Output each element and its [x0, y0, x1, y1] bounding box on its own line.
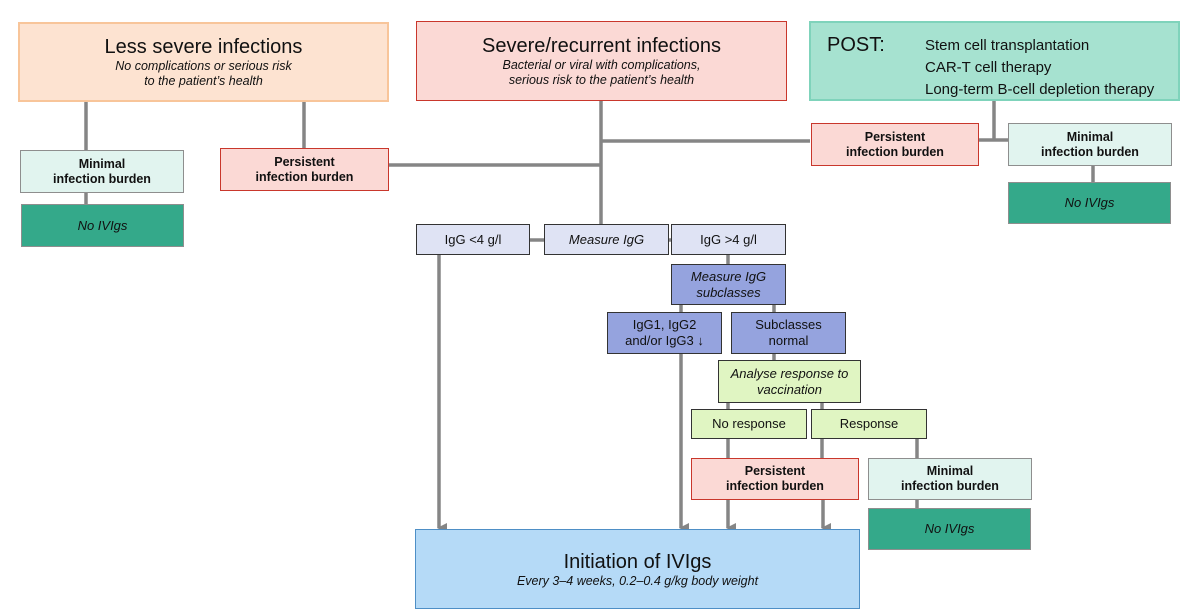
- severe-subtitle-1: Bacterial or viral with complications,: [502, 58, 701, 72]
- less-severe-subtitle-1: No complications or serious risk: [115, 59, 292, 73]
- persistent-line2: infection burden: [846, 144, 944, 159]
- minimal-line1: Minimal: [78, 156, 126, 171]
- severe-infections-box: Severe/recurrent infections Bacterial or…: [416, 21, 787, 101]
- analyse-line1: Analyse response to: [730, 365, 849, 381]
- no-ivigs-text: No IVIgs: [77, 217, 128, 233]
- persistent-line1: Persistent: [274, 154, 335, 169]
- analyse-vaccination-box: Analyse response to vaccination: [718, 360, 861, 403]
- igg-high-box: IgG >4 g/l: [671, 224, 786, 255]
- igg-low-text: IgG <4 g/l: [444, 231, 502, 247]
- minimal-burden-post: Minimal infection burden: [1008, 123, 1172, 166]
- post-label: POST:: [827, 34, 885, 56]
- persistent-line2: infection burden: [255, 169, 354, 184]
- no-ivigs-vaccine: No IVIgs: [868, 508, 1031, 550]
- no-ivigs-text: No IVIgs: [1064, 195, 1115, 211]
- initiation-ivigs-box: Initiation of IVIgs Every 3–4 weeks, 0.2…: [415, 529, 860, 609]
- no-ivigs-text: No IVIgs: [924, 521, 975, 537]
- post-therapy-box: POST: Stem cell transplantation CAR-T ce…: [809, 21, 1180, 101]
- less-severe-title: Less severe infections: [104, 36, 303, 58]
- deficient-line1: IgG1, IgG2: [632, 317, 697, 333]
- persistent-line1: Persistent: [864, 129, 926, 144]
- less-severe-subtitle-2: to the patient’s health: [144, 74, 263, 88]
- measure-igg-box: Measure IgG: [544, 224, 669, 255]
- less-severe-infections-box: Less severe infections No complications …: [18, 22, 389, 102]
- minimal-burden-left: Minimal infection burden: [20, 150, 184, 193]
- igg-high-text: IgG >4 g/l: [700, 231, 757, 247]
- no-ivigs-post: No IVIgs: [1008, 182, 1171, 224]
- minimal-line2: infection burden: [901, 479, 999, 493]
- severe-subtitle-2: serious risk to the patient’s health: [508, 73, 695, 87]
- no-ivigs-left: No IVIgs: [21, 204, 184, 247]
- persistent-line2: infection burden: [726, 479, 824, 493]
- initiation-subtitle: Every 3–4 weeks, 0.2–0.4 g/kg body weigh…: [516, 573, 759, 588]
- measure-sub-line1: Measure IgG: [690, 268, 767, 284]
- persistent-burden-left: Persistent infection burden: [220, 148, 389, 191]
- minimal-line1: Minimal: [1066, 129, 1114, 144]
- normal-line2: normal: [768, 333, 809, 348]
- initiation-title: Initiation of IVIgs: [563, 550, 712, 573]
- minimal-burden-vaccine: Minimal infection burden: [868, 458, 1032, 500]
- severe-title: Severe/recurrent infections: [481, 35, 721, 57]
- persistent-burden-post: Persistent infection burden: [811, 123, 979, 166]
- post-item: CAR-T cell therapy: [925, 58, 1052, 76]
- post-item: Long-term B-cell depletion therapy: [925, 80, 1155, 98]
- response-box: Response: [811, 409, 927, 439]
- persistent-burden-vaccine: Persistent infection burden: [691, 458, 859, 500]
- post-list: Stem cell transplantation CAR-T cell the…: [925, 35, 1154, 100]
- measure-subclasses-box: Measure IgG subclasses: [671, 264, 786, 305]
- normal-line1: Subclasses: [755, 317, 822, 333]
- response-text: Response: [839, 416, 899, 432]
- measure-sub-line2: subclasses: [696, 284, 761, 300]
- minimal-line2: infection burden: [1041, 144, 1139, 159]
- measure-igg-text: Measure IgG: [568, 231, 645, 247]
- persistent-line1: Persistent: [744, 464, 806, 478]
- minimal-line1: Minimal: [926, 464, 974, 478]
- subclass-deficient-box: IgG1, IgG2 and/or IgG3 ↓: [607, 312, 722, 354]
- minimal-line2: infection burden: [53, 171, 151, 186]
- no-response-box: No response: [691, 409, 807, 439]
- deficient-line2: and/or IgG3 ↓: [625, 333, 704, 348]
- igg-low-box: IgG <4 g/l: [416, 224, 530, 255]
- subclasses-normal-box: Subclasses normal: [731, 312, 846, 354]
- analyse-line2: vaccination: [756, 381, 823, 397]
- post-item: Stem cell transplantation: [925, 37, 1090, 54]
- no-response-text: No response: [712, 416, 786, 432]
